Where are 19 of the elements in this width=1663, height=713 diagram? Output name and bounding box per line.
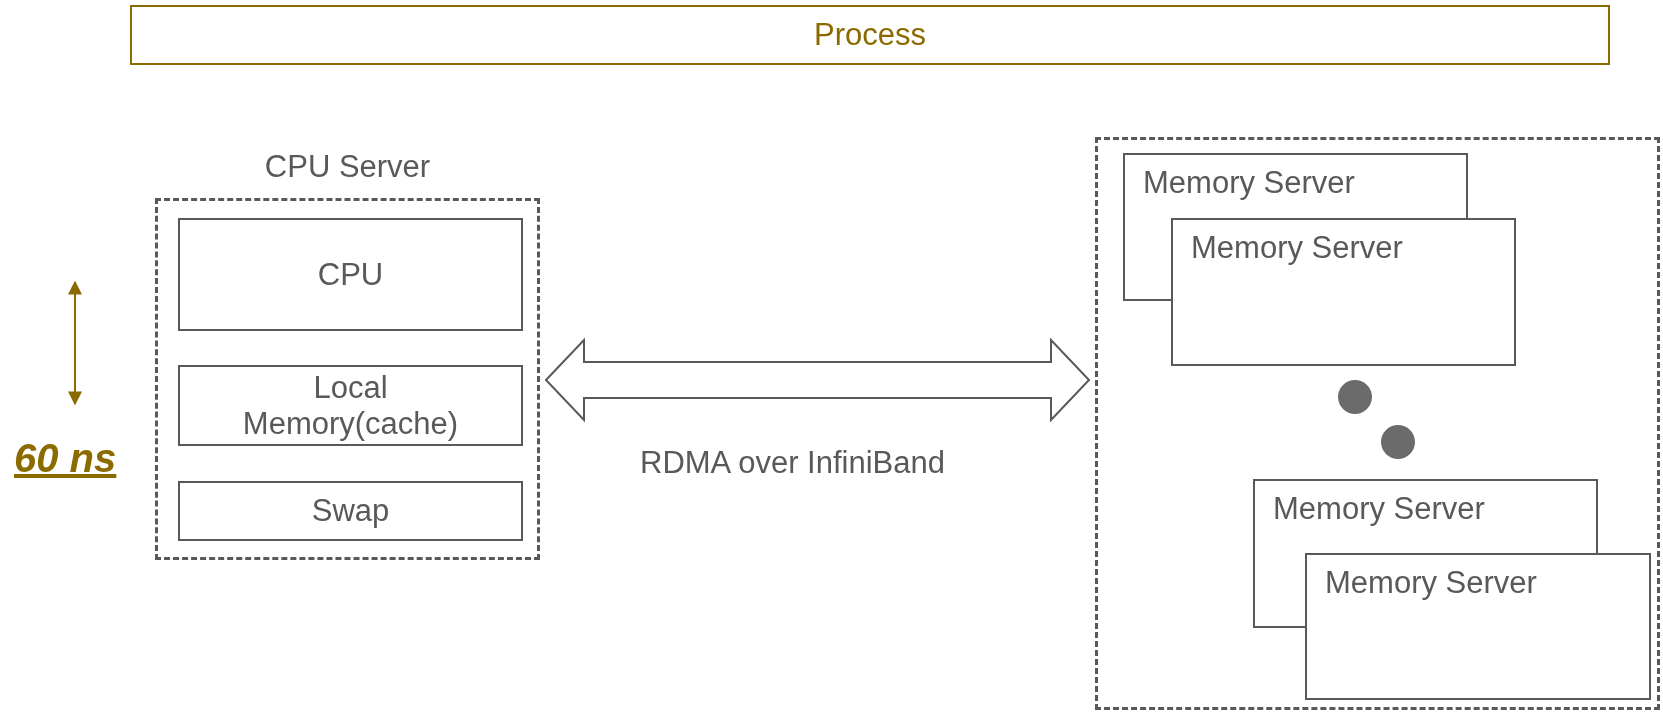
- server-pool-frame: [1095, 137, 1660, 710]
- component-box: [178, 481, 523, 541]
- component-label: Swap: [310, 493, 391, 529]
- server-label: Memory Server: [1273, 491, 1485, 527]
- component-box: [178, 218, 523, 331]
- latency-label: 60 ns: [14, 436, 117, 481]
- server-card: [1171, 218, 1516, 366]
- banner-title: Process: [813, 17, 927, 53]
- component-label: Local Memory(cache): [241, 369, 460, 442]
- group-title: CPU Server: [263, 149, 432, 185]
- server-label: Memory Server: [1325, 565, 1537, 601]
- server-card: [1305, 553, 1651, 700]
- server-label: Memory Server: [1143, 165, 1355, 201]
- component-box: [178, 365, 523, 446]
- server-label: Memory Server: [1191, 230, 1403, 266]
- process-banner: [130, 5, 1610, 65]
- edge-label: RDMA over InfiniBand: [640, 445, 945, 481]
- double-arrow: [544, 337, 1091, 423]
- component-label: CPU: [316, 256, 385, 293]
